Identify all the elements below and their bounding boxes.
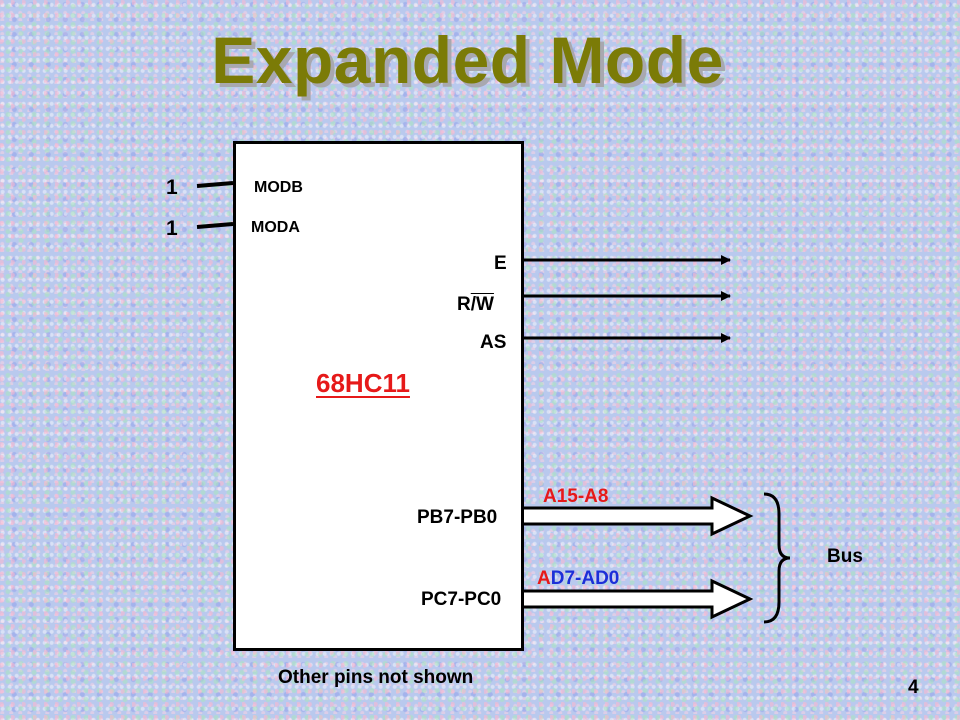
modb-pin-label: MODB <box>254 179 303 196</box>
moda-lead <box>196 222 234 229</box>
chip-name: 68HC11 <box>316 368 410 398</box>
portb-bus-label: A15-A8 <box>543 486 609 507</box>
portc-bus-label-part: D0 <box>595 568 620 589</box>
portc-bus-label-part: D7-A <box>550 568 596 589</box>
as-pin-label: AS <box>480 332 507 353</box>
modb-value: 1 <box>166 176 178 199</box>
modb-lead <box>196 181 234 188</box>
portb-bus-arrow <box>524 495 754 537</box>
portc-bus-label-part: A <box>537 568 551 589</box>
portb-pin-label: PB7-PB0 <box>417 507 498 528</box>
slide-title: Expanded Mode <box>211 23 724 97</box>
portc-bus-label: AD7-AD0 <box>537 568 619 590</box>
e-pin-label: E <box>494 253 507 274</box>
moda-pin-label: MODA <box>251 219 300 236</box>
page-number: 4 <box>908 677 919 698</box>
portc-bus-arrow <box>524 578 754 620</box>
moda-value: 1 <box>166 217 178 240</box>
portc-pin-label: PC7-PC0 <box>421 589 502 610</box>
footnote: Other pins not shown <box>278 667 474 688</box>
bus-label: Bus <box>827 546 863 567</box>
rw-pin-label: R/W <box>457 294 494 315</box>
bus-brace <box>763 492 791 624</box>
chip-box <box>233 141 524 651</box>
